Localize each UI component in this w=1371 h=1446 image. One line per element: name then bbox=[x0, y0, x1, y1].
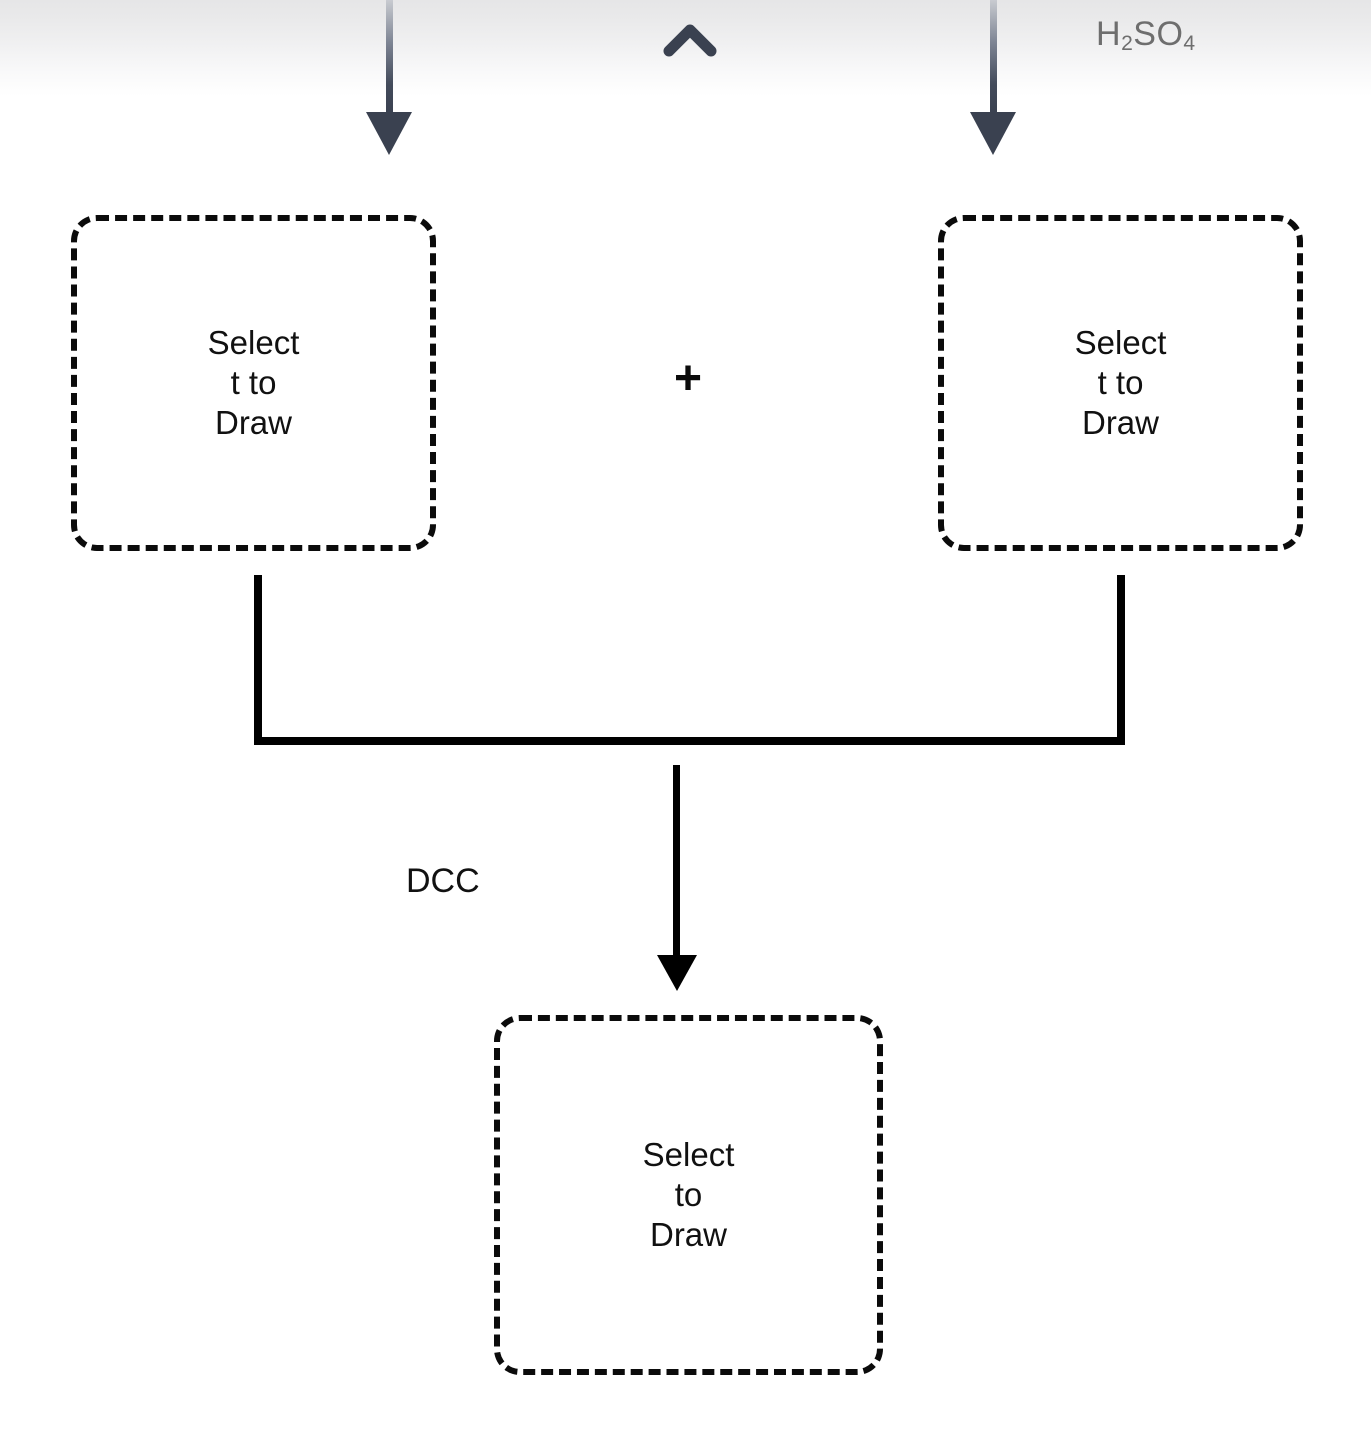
down-arrow-icon-left bbox=[366, 0, 412, 155]
connector-horizontal bbox=[254, 737, 1125, 745]
connector-right-vertical bbox=[1117, 575, 1125, 745]
reagent-label: H2SO4 bbox=[1096, 15, 1196, 55]
chevron-up-icon[interactable] bbox=[661, 18, 719, 62]
reactant-b-placeholder: Select t to Draw bbox=[1074, 324, 1167, 441]
reagent-subscript-2: 4 bbox=[1183, 31, 1196, 55]
reagent-formula-part-2: SO bbox=[1133, 15, 1184, 53]
product-arrow-head bbox=[657, 955, 697, 991]
reactant-b-draw-area[interactable]: Select t to Draw bbox=[938, 215, 1303, 551]
reagent-subscript-1: 2 bbox=[1121, 31, 1134, 55]
plus-icon: + bbox=[673, 352, 703, 405]
reactant-a-placeholder: Select t to Draw bbox=[207, 324, 300, 441]
reactant-a-draw-area[interactable]: Select t to Draw bbox=[71, 215, 436, 551]
product-placeholder: Select to Draw bbox=[642, 1136, 735, 1253]
down-arrow-icon-right bbox=[970, 0, 1016, 155]
reaction-condition-label: DCC bbox=[406, 862, 480, 900]
product-draw-area[interactable]: Select to Draw bbox=[494, 1015, 883, 1375]
reagent-formula-part-1: H bbox=[1096, 15, 1122, 53]
product-arrow-shaft bbox=[673, 765, 680, 960]
connector-left-vertical bbox=[254, 575, 262, 745]
